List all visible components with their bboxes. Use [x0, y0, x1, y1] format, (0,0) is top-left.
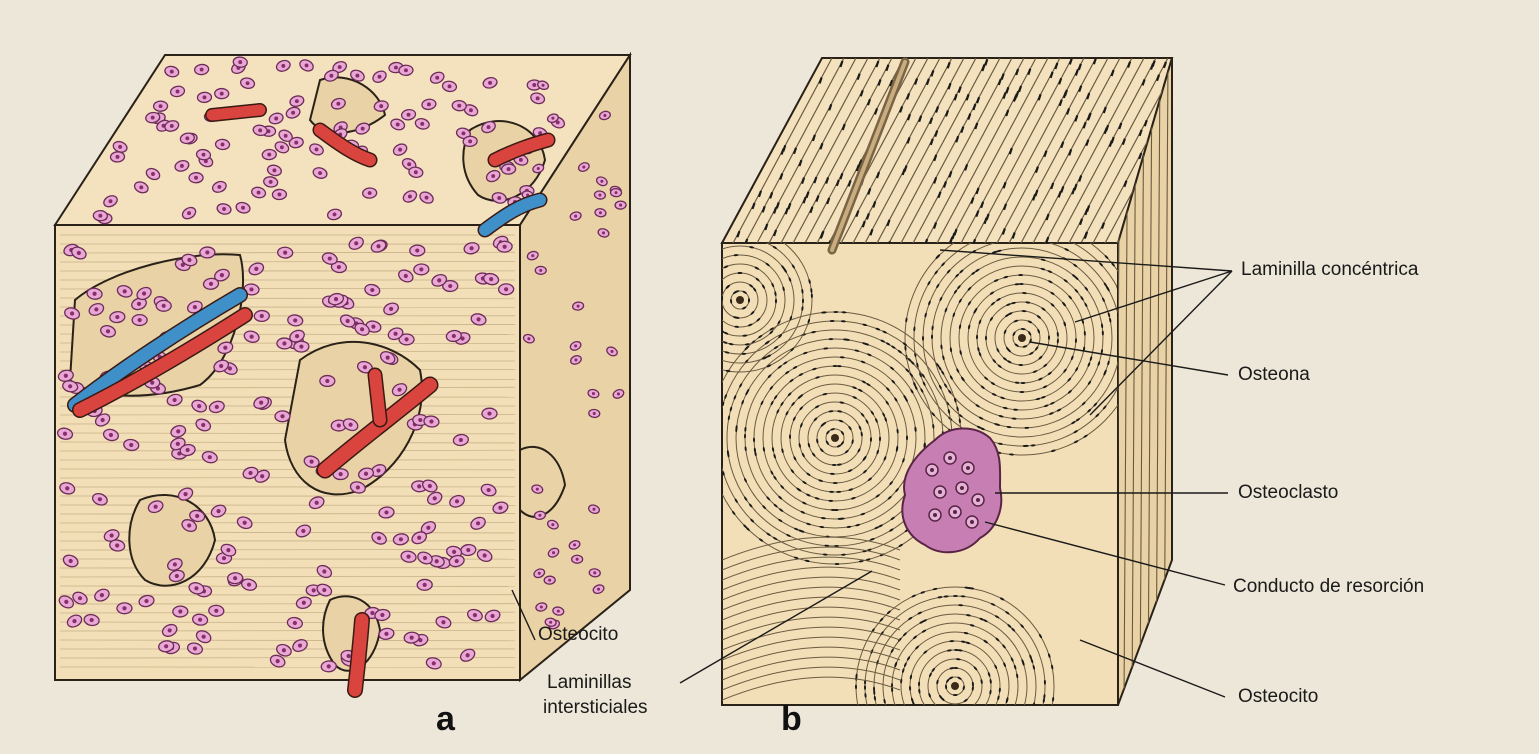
- panel-letter-a: a: [436, 700, 455, 739]
- panel-letter-b: b: [781, 700, 802, 739]
- label-conducto-resorcion: Conducto de resorción: [1233, 576, 1424, 598]
- compact-bone-block: [668, 58, 1216, 754]
- label-laminilla-concentrica: Laminilla concéntrica: [1241, 259, 1418, 281]
- label-osteoclasto: Osteoclasto: [1238, 482, 1338, 504]
- label-osteocito-a: Osteocito: [538, 624, 618, 646]
- spongy-bone-block: [55, 55, 630, 690]
- label-osteona: Osteona: [1238, 364, 1310, 386]
- label-laminillas-line1: Laminillas: [547, 672, 631, 694]
- label-laminillas-line2: intersticiales: [543, 697, 648, 719]
- label-osteocito-b: Osteocito: [1238, 686, 1318, 708]
